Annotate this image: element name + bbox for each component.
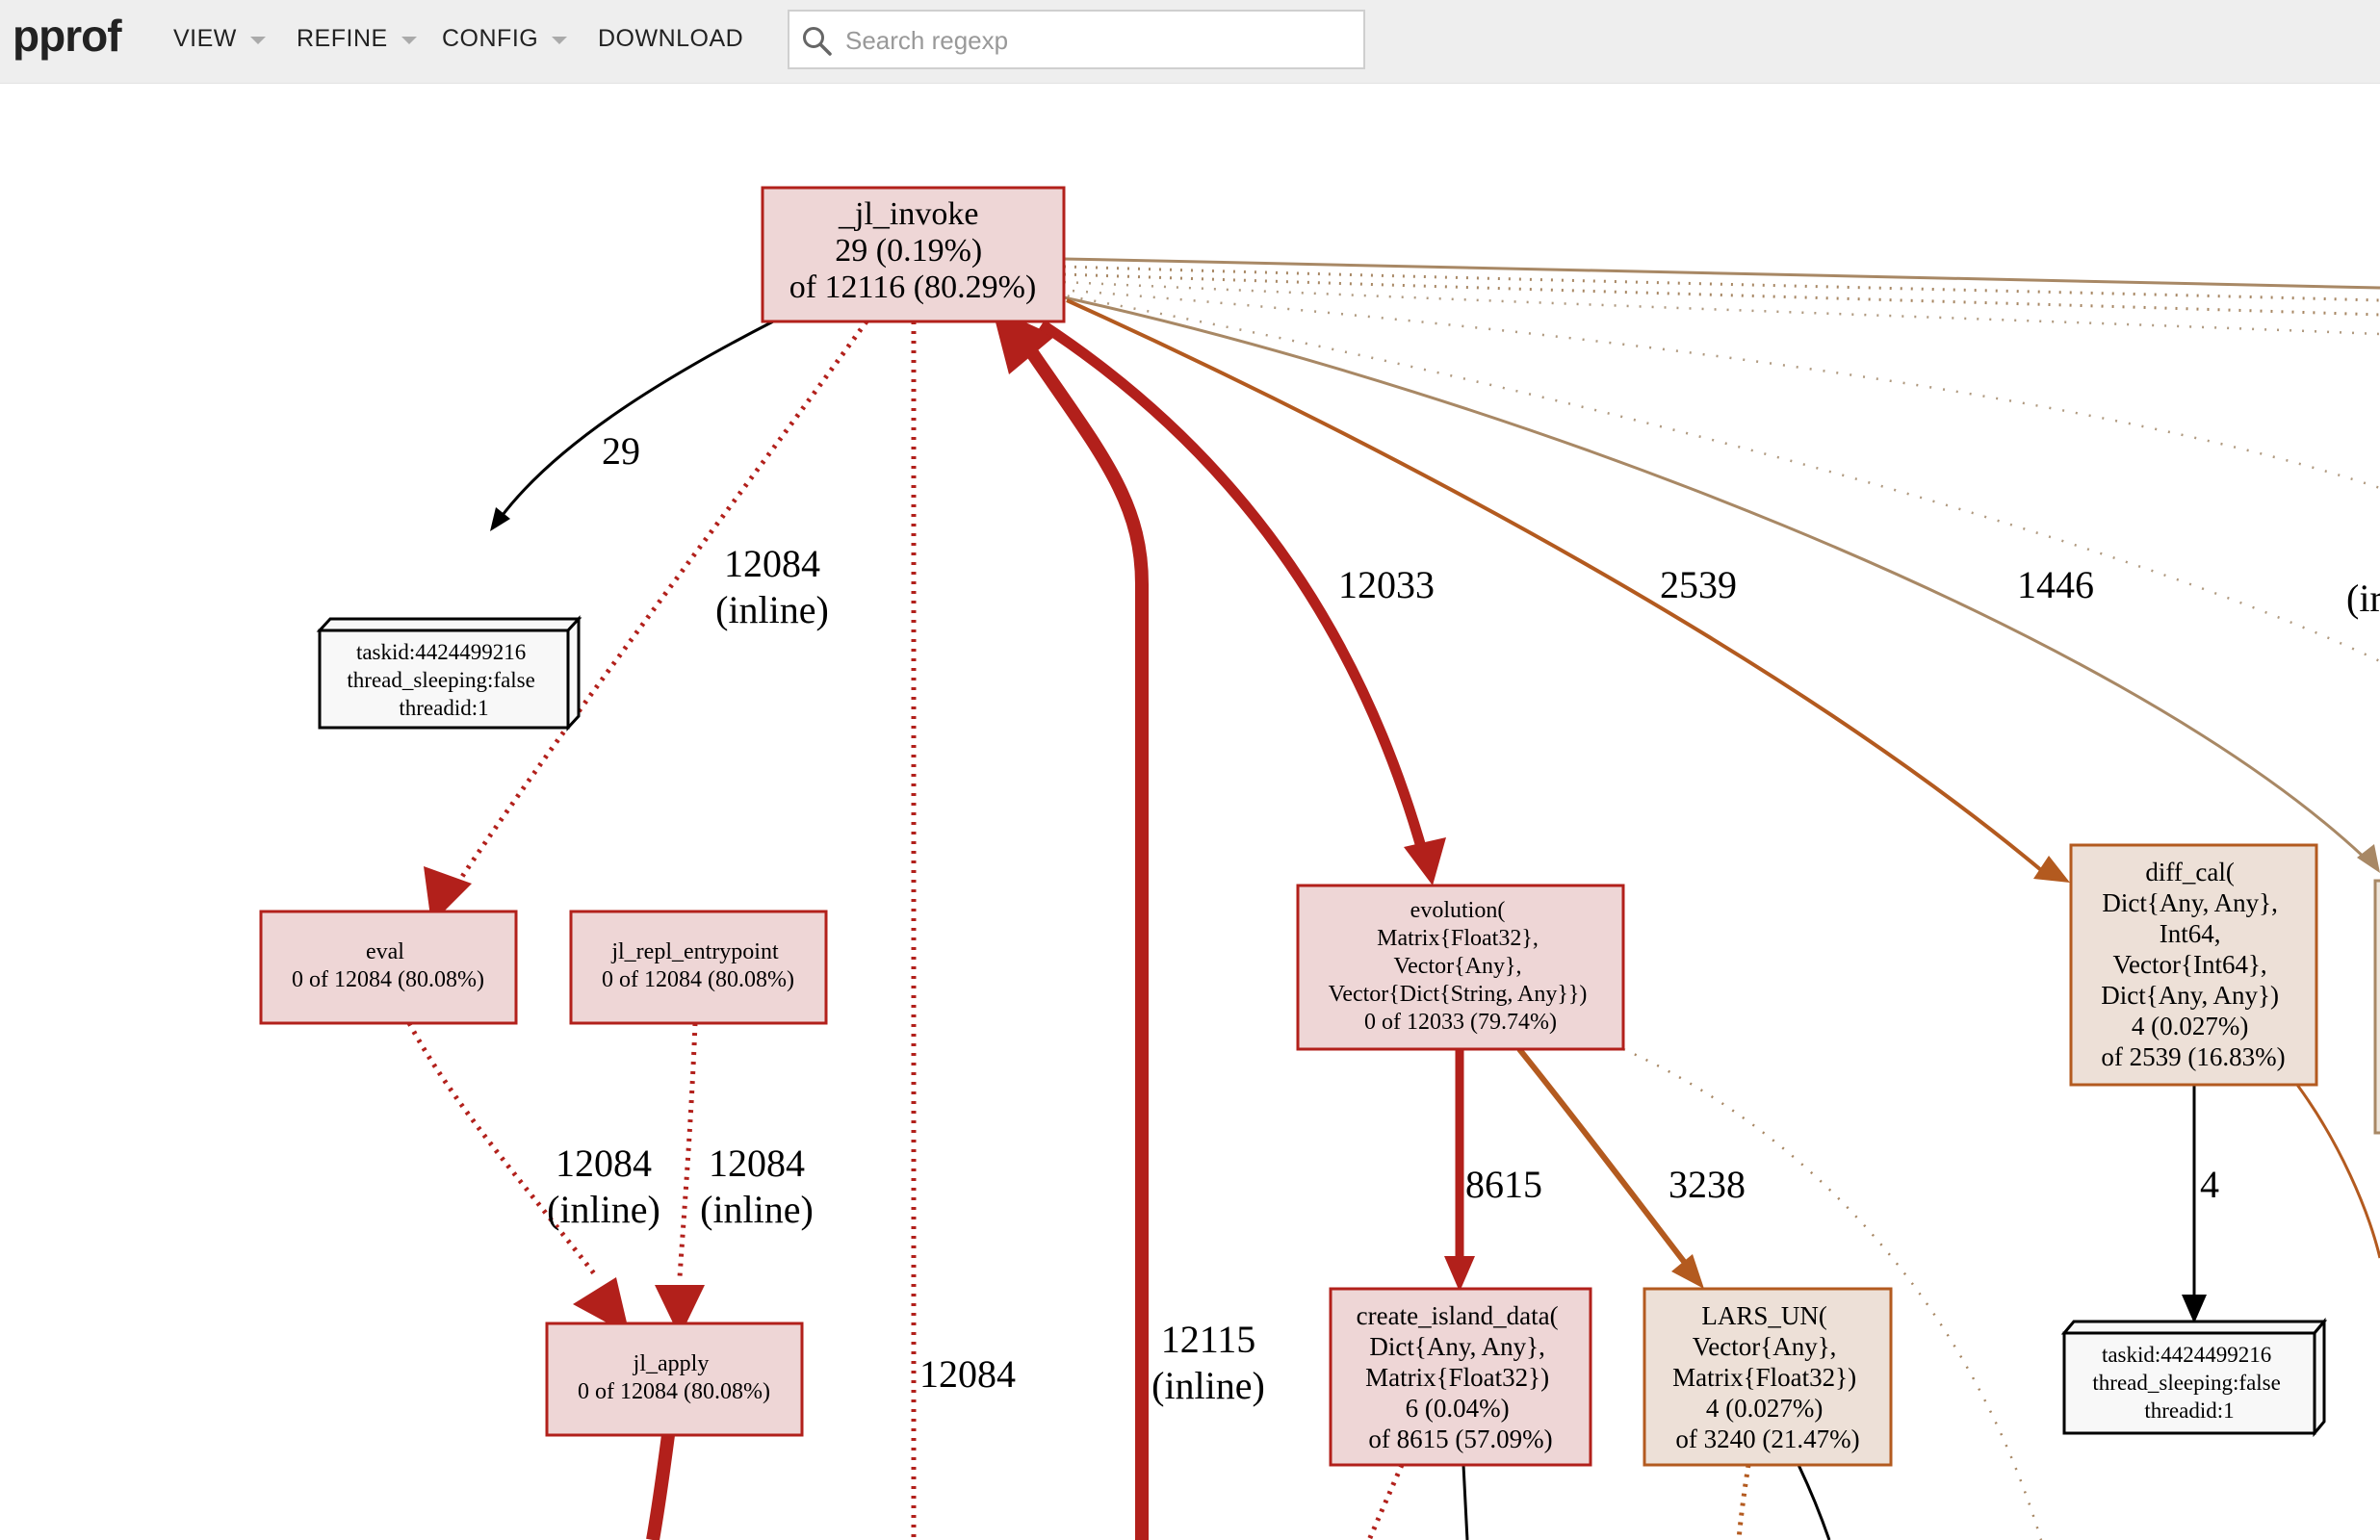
- app-logo[interactable]: pprof: [13, 11, 122, 61]
- menu-download[interactable]: DOWNLOAD: [598, 25, 743, 53]
- call-graph: 29 12084(inline) 12084(inline) 12084(inl…: [259, 186, 2380, 1540]
- edge-offscreen-4[interactable]: [1063, 280, 2380, 336]
- edge-29[interactable]: [498, 320, 774, 520]
- svg-text:jl_apply 0 of 12084 (8: jl_apply 0 of 12084 (80.08%): [578, 1351, 770, 1404]
- edge-1446-arrowhead: [2357, 844, 2380, 873]
- menu-download-label: DOWNLOAD: [598, 25, 744, 52]
- node-lars-un[interactable]: LARS_UN( Vector{Any}, Matrix{Float32}) 4…: [1643, 1287, 1893, 1467]
- node-evolution[interactable]: evolution( Matrix{Float32}, Vector{Any},…: [1296, 884, 1625, 1051]
- edge-repl-apply-arrowhead: [655, 1285, 705, 1337]
- svg-text:jl_repl_entrypoint 0 o: jl_repl_entrypoint 0 of 12084 (80.08%): [602, 939, 794, 992]
- toolbar: pprof VIEW REFINE CONFIG DOWNLOAD: [0, 0, 2380, 84]
- search-icon: [803, 27, 832, 56]
- edge-label-eval-apply: 12084(inline): [547, 1142, 660, 1231]
- node-diff-cal[interactable]: diff_cal( Dict{Any, Any}, Int64, Vector{…: [2069, 843, 2318, 1087]
- edge-eval-arrowhead: [424, 866, 472, 924]
- edge-label-partial: (ir: [2346, 577, 2380, 620]
- edge-label-3238: 3238: [1669, 1163, 1746, 1206]
- nodes: _jl_invoke 29 (0.19%) of 12116 (80.29%) …: [259, 186, 2380, 1467]
- edge-lars-down[interactable]: [1797, 1464, 1831, 1540]
- edge-offscreen-5[interactable]: [1058, 288, 2380, 490]
- node-offscreen-right[interactable]: [2373, 879, 2380, 1135]
- edge-labels: 29 12084(inline) 12084(inline) 12084(inl…: [547, 429, 2380, 1407]
- menu-view[interactable]: VIEW: [173, 25, 266, 53]
- svg-text:taskid:4424499216 thre: taskid:4424499216 thread_sleeping:false …: [347, 640, 540, 720]
- edge-label-evolution: 12033: [1338, 563, 1435, 606]
- edge-offscreen-3[interactable]: [1063, 272, 2380, 317]
- edge-8615-arrowhead: [1444, 1256, 1475, 1292]
- edge-label-repl-apply: 12084(inline): [700, 1142, 814, 1231]
- node-eval[interactable]: eval 0 of 12084 (80.08%): [259, 910, 518, 1025]
- edge-label-4: 4: [2200, 1163, 2219, 1206]
- edge-1446[interactable]: [1063, 295, 2370, 863]
- edge-2539-arrowhead: [2033, 856, 2070, 883]
- search-box[interactable]: [788, 10, 1365, 69]
- edge-eval-apply-arrowhead: [573, 1277, 630, 1335]
- edge-12115[interactable]: [1015, 332, 1149, 1540]
- edges: [406, 257, 2380, 1540]
- chevron-down-icon: [552, 36, 568, 44]
- edge-29-arrowhead: [490, 507, 510, 531]
- svg-text:create_island_data( Di: create_island_data( Dict{Any, Any}, Matr…: [1357, 1301, 1565, 1453]
- edge-diff-offscreen[interactable]: [2295, 1084, 2380, 1259]
- edge-12115-arrowhead: [992, 307, 1055, 374]
- edge-label-29: 29: [602, 429, 640, 473]
- menu-refine-label: REFINE: [297, 25, 388, 52]
- node-task-left[interactable]: taskid:4424499216 thread_sleeping:false …: [316, 615, 582, 732]
- svg-text:evolution( Matrix{Floa: evolution( Matrix{Float32}, Vector{Any},…: [1329, 898, 1593, 1035]
- edge-repl-apply[interactable]: [677, 1022, 698, 1278]
- menu-view-label: VIEW: [173, 25, 237, 52]
- edge-3238[interactable]: [1516, 1047, 1688, 1265]
- menu-config-label: CONFIG: [442, 25, 539, 52]
- node-create-island-data[interactable]: create_island_data( Dict{Any, Any}, Matr…: [1329, 1287, 1592, 1467]
- svg-text:diff_cal( Dict{Any, An: diff_cal( Dict{Any, Any}, Int64, Vector{…: [2101, 858, 2285, 1071]
- node-jl-invoke[interactable]: _jl_invoke 29 (0.19%) of 12116 (80.29%): [761, 186, 1066, 323]
- edge-12033[interactable]: [1038, 320, 1429, 856]
- edge-label-8615: 8615: [1465, 1163, 1542, 1206]
- edge-label-down: 12084: [919, 1352, 1016, 1396]
- svg-text:eval 0 of 12084 (80.08: eval 0 of 12084 (80.08%): [292, 939, 484, 992]
- edge-label-eval: 12084(inline): [715, 542, 829, 631]
- node-jl-repl-entrypoint[interactable]: jl_repl_entrypoint 0 of 12084 (80.08%): [569, 910, 828, 1025]
- edge-4-arrowhead: [2182, 1295, 2207, 1323]
- edge-offscreen-2[interactable]: [1063, 265, 2380, 302]
- node-jl-apply[interactable]: jl_apply 0 of 12084 (80.08%): [545, 1322, 804, 1437]
- menu-refine[interactable]: REFINE: [297, 25, 417, 53]
- chevron-down-icon: [401, 36, 417, 44]
- menu-config[interactable]: CONFIG: [442, 25, 568, 53]
- svg-text:LARS_UN( Vector{Any},: LARS_UN( Vector{Any}, Matrix{Float32}) 4…: [1672, 1301, 1863, 1453]
- edge-2539[interactable]: [1066, 298, 2043, 872]
- edge-lars-down-dotted[interactable]: [1736, 1464, 1751, 1540]
- edge-label-diff: 2539: [1660, 563, 1737, 606]
- node-task-right[interactable]: taskid:4424499216 thread_sleeping:false …: [2060, 1317, 2328, 1438]
- edge-12033-arrowhead: [1404, 837, 1446, 886]
- edge-label-up: 12115(inline): [1151, 1318, 1265, 1407]
- edge-island-down-dotted[interactable]: [1366, 1463, 1405, 1540]
- edge-label-1446: 1446: [2017, 563, 2094, 606]
- edge-3238-arrowhead: [1671, 1254, 1704, 1289]
- chevron-down-icon: [249, 36, 266, 44]
- svg-text:_jl_invoke 29 (0.19%): _jl_invoke 29 (0.19%) of 12116 (80.29%): [789, 196, 1037, 305]
- search-input[interactable]: [843, 19, 1358, 62]
- edge-jl-apply-down[interactable]: [646, 1434, 675, 1540]
- svg-text:taskid:4424499216 thre: taskid:4424499216 thread_sleeping:false …: [2092, 1343, 2286, 1423]
- edge-island-down[interactable]: [1462, 1464, 1469, 1540]
